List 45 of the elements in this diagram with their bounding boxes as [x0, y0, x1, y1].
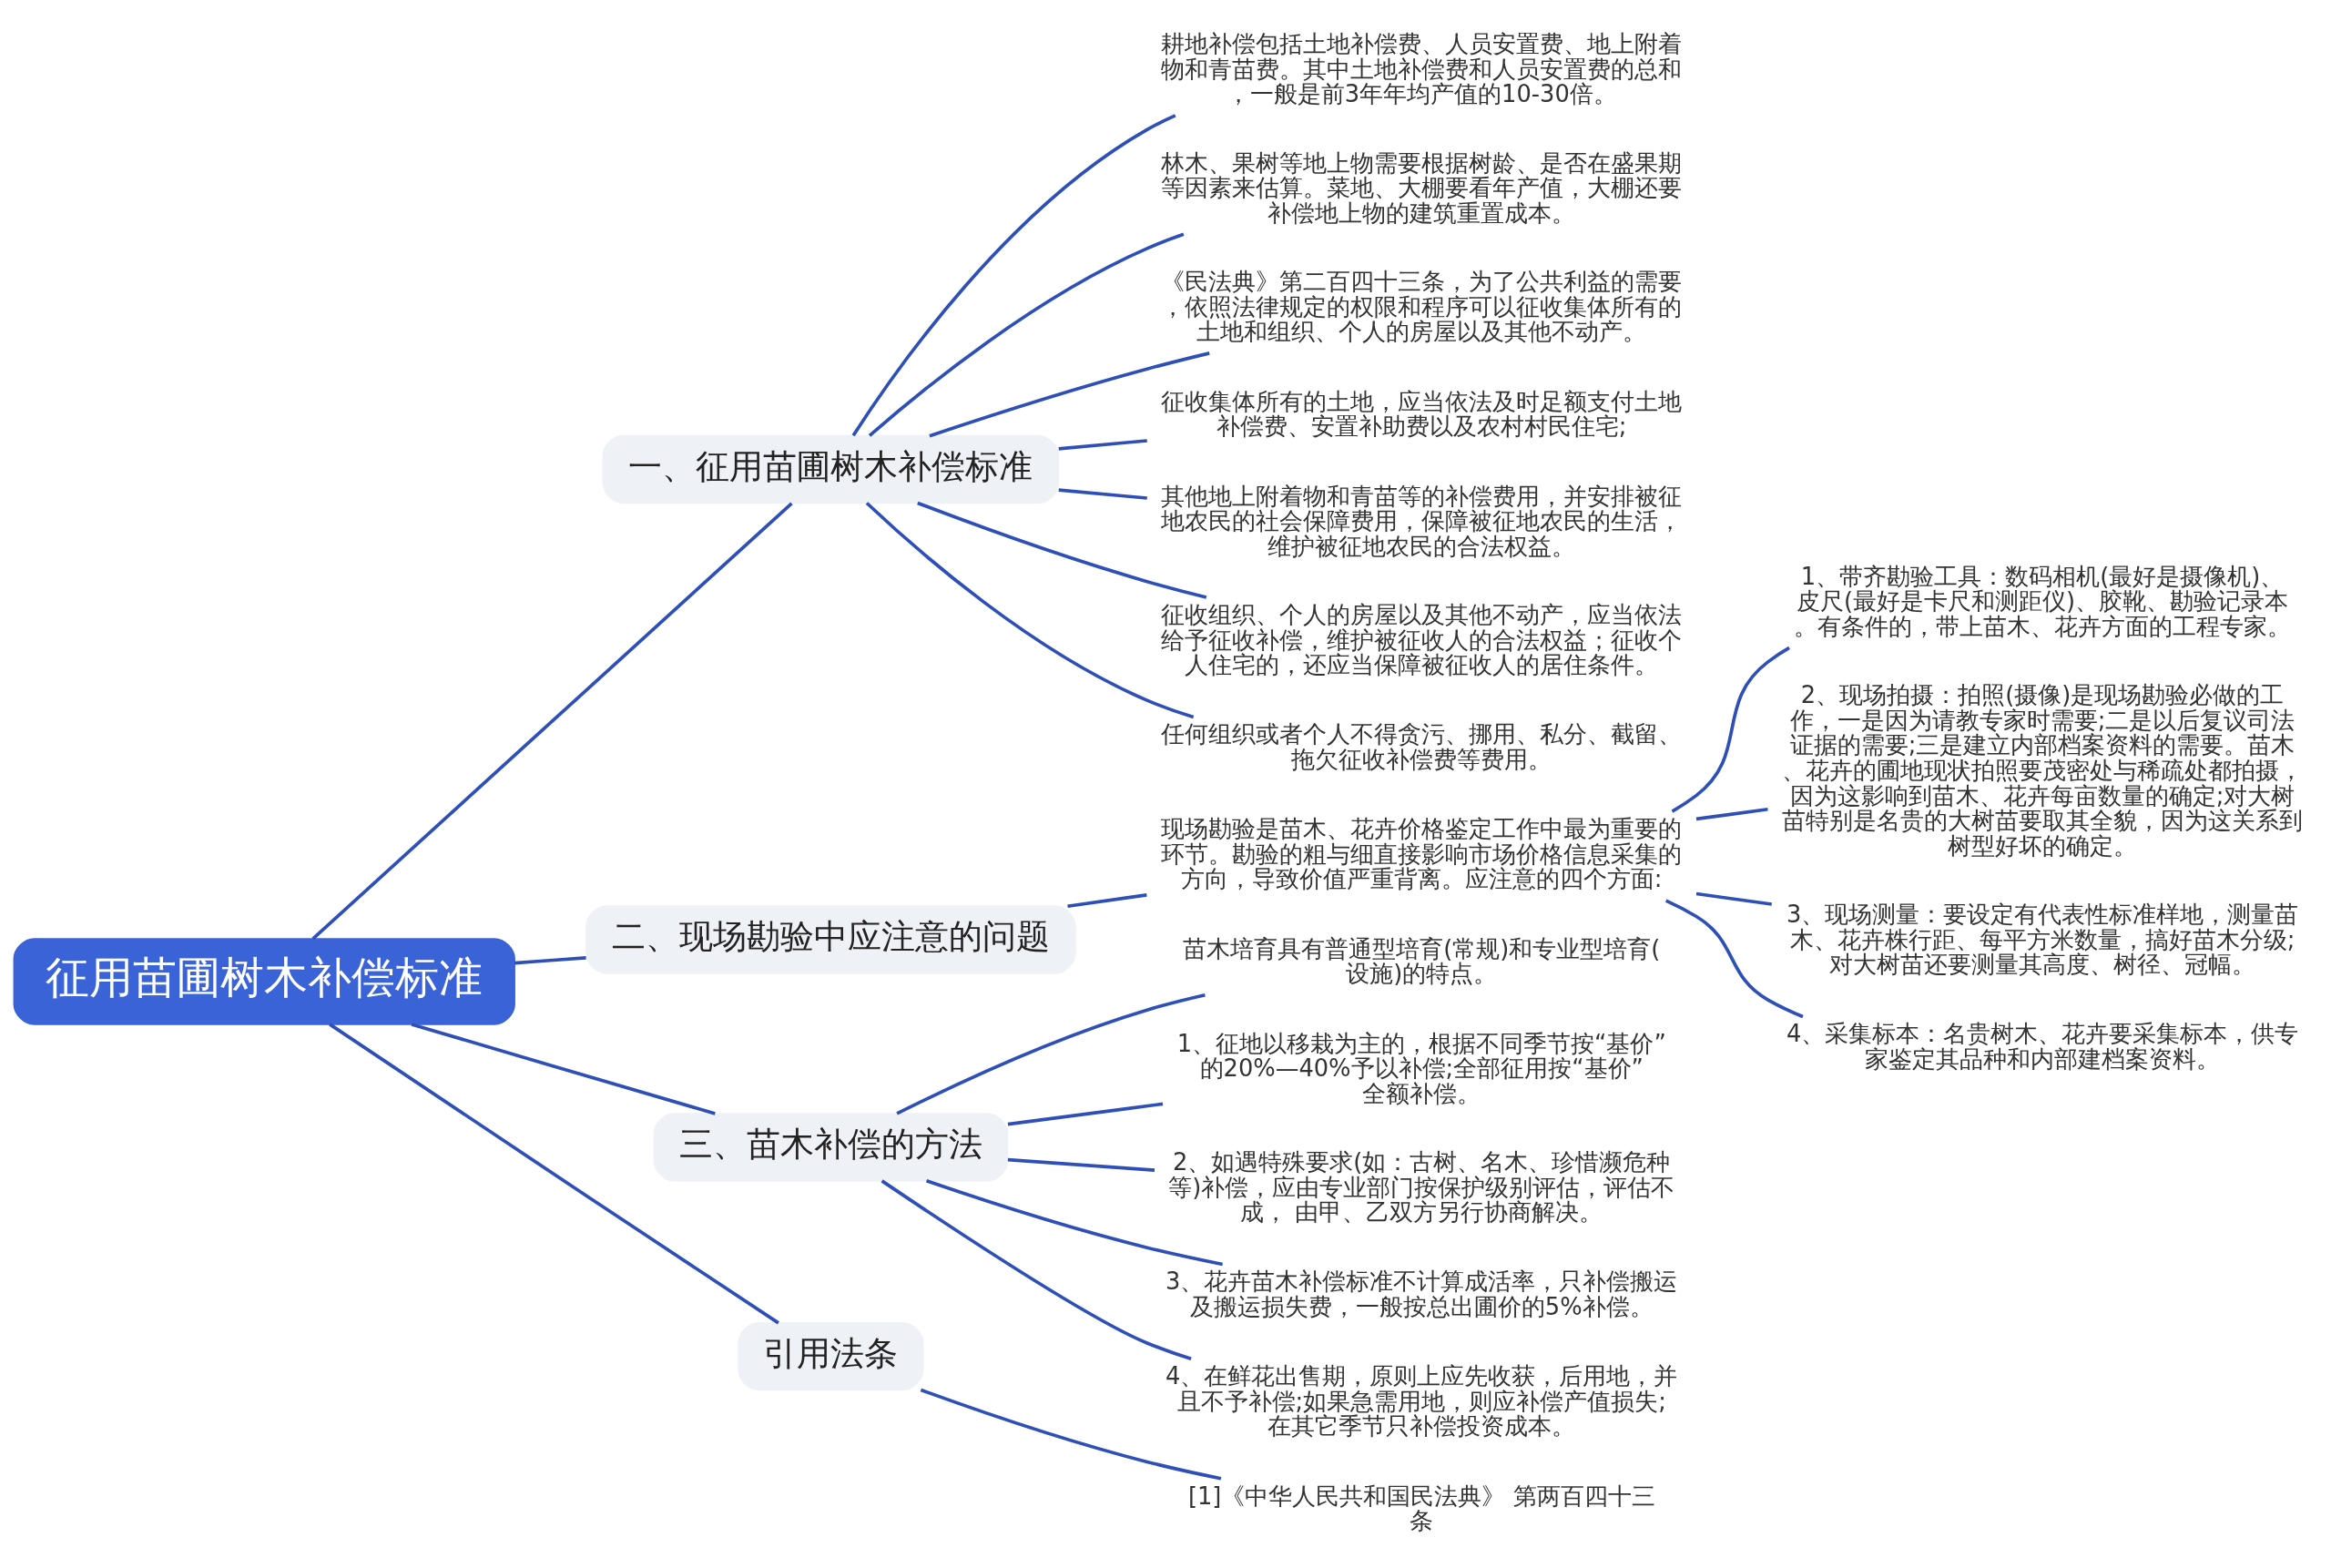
connector	[929, 351, 1210, 437]
node-text: 征收组织、个人的房屋以及其他不动产，应当依法给予征收补偿，维护被征收人的合法权益；征收个人住宅的，还应当保障被征收人的居住条件。	[1161, 600, 1683, 678]
node-box: 三、苗木补偿的方法	[653, 1112, 1009, 1182]
node-text: 耕地补偿包括土地补偿费、人员安置费、地上附着物和青苗费。其中土地补偿费和人员安置费的总和，一般是前3年年均产值的10-30倍。	[1161, 29, 1683, 107]
connector	[868, 232, 1185, 437]
node-text: 现场勘验是苗木、花卉价格鉴定工作中最为重要的环节。勘验的粗与细直接影响市场价格信息采集的方向，导致价值严重背离。应注意的四个方面:	[1161, 814, 1683, 892]
connector	[1067, 892, 1147, 908]
connector	[1695, 891, 1772, 906]
connector	[1671, 646, 1790, 813]
connector	[880, 1178, 1192, 1360]
node-text: 1、带齐勘验工具：数码相机(最好是摄像机)、皮尺(最好是卡尺和测距仪)、胶靴、勘验记录本。有条件的，带上苗木、花卉方面的工程专家。	[1794, 562, 2292, 640]
node-text: 3、现场测量：要设定有代表性标准样地，测量苗木、花卉株行距、每平方米数量，搞好苗木分级;对大树苗还要测量其高度、树径、冠幅。	[1786, 900, 2299, 978]
connector	[411, 1022, 716, 1115]
connector	[896, 993, 1206, 1115]
node-text: 林木、果树等地上物需要根据树龄、是否在盛果期等因素来估算。菜地、大棚要看年产值，大棚还要补偿地上物的建筑重置成本。	[1161, 148, 1683, 227]
node-text: 任何组织或者个人不得贪污、挪用、私分、截留、拖欠征收补偿费等费用。	[1161, 719, 1683, 773]
connector	[1695, 807, 1768, 820]
connector	[1664, 898, 1804, 1018]
connector	[329, 1022, 779, 1324]
connector	[1007, 1102, 1164, 1125]
node-text: 征收集体所有的土地，应当依法及时足额支付土地补偿费、安置补助费以及农村村民住宅;	[1161, 387, 1683, 440]
node-box: 二、现场勘验中应注意的问题	[585, 904, 1076, 974]
node-box: 征用苗圃树木补偿标准	[13, 937, 515, 1025]
node-text: 2、如遇特殊要求(如：古树、名木、珍惜濒危种等)补偿，应由专业部门按保护级别评估，评估不成， 由甲、乙双方另行协商解决。	[1168, 1147, 1675, 1226]
connector	[925, 1178, 1223, 1266]
connector	[1007, 1157, 1155, 1172]
connector	[920, 1388, 1222, 1481]
node-box: 一、征用苗圃树木补偿标准	[602, 434, 1060, 504]
connector	[865, 501, 1195, 718]
node-text: 3、花卉苗木补偿标准不计算成活率，只补偿搬运及搬运损失费，一般按总出圃价的5%补偿。	[1166, 1267, 1678, 1320]
node-text: 《民法典》第二百四十三条，为了公共利益的需要，依照法律规定的权限和程序可以征收集体所有的土地和组织、个人的房屋以及其他不动产。	[1161, 267, 1683, 345]
node-box: 引用法条	[738, 1321, 924, 1390]
node-text: 4、在鲜花出售期，原则上应先收获，后用地，并且不予补偿;如果急需用地，则应补偿产值损失;在其它季节只补偿投资成本。	[1166, 1361, 1678, 1440]
node-text: [1]《中华人民共和国民法典》 第两百四十三条	[1187, 1481, 1655, 1534]
node-text: 苗木培育具有普通型培育(常规)和专业型培育(设施)的特点。	[1183, 934, 1661, 987]
node-text: 4、采集标本：名贵树木、花卉要采集标本，供专家鉴定其品种和内部建档案资料。	[1786, 1019, 2299, 1073]
connector	[851, 113, 1176, 436]
node-text: 2、现场拍摄：拍照(摄像)是现场勘验必做的工作，一是因为请教专家时需要;二是以后复议司法证据的需要;三是建立内部档案资料的需要。苗木、花卉的圃地现状拍照要茂密处与稀疏处都拍摄，因为这影响到苗木、花卉每亩数量的确定;对大树苗特别是名贵的大树苗要取其全貌，因为这关系到树型好坏的确定。	[1782, 680, 2304, 860]
connector	[514, 955, 586, 964]
node-text: 其他地上附着物和青苗等的补偿费用，并安排被征地农民的社会保障费用，保障被征地农民的生活，维护被征地农民的合法权益。	[1161, 482, 1683, 560]
connector	[1058, 487, 1147, 500]
node-text: 1、征地以移栽为主的，根据不同季节按“基价”的20%—40%予以补偿;全部征用按“基价”全额补偿。	[1176, 1029, 1666, 1107]
connector	[1058, 438, 1147, 451]
connector	[917, 501, 1207, 599]
connector	[311, 502, 793, 940]
